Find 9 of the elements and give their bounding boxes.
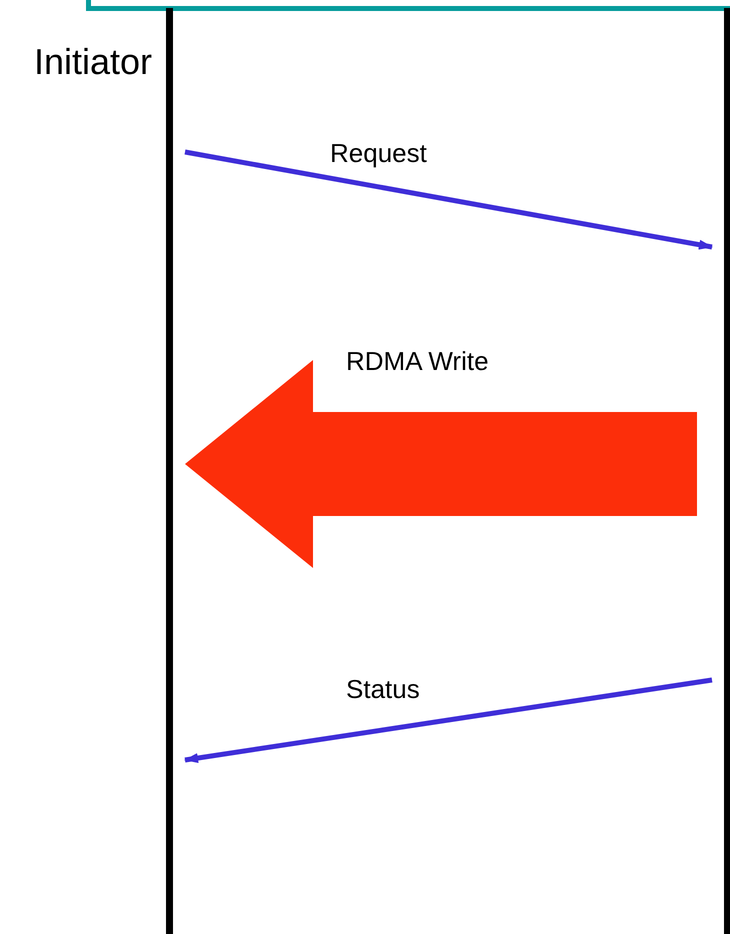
edge-label: Status xyxy=(346,676,420,702)
message-arrow xyxy=(184,678,712,763)
edge-label: RDMA Write xyxy=(346,348,489,374)
edge-label: Request xyxy=(330,140,427,166)
lifeline xyxy=(724,8,730,934)
message-arrow xyxy=(184,150,713,250)
block-arrow xyxy=(185,360,697,568)
lifeline xyxy=(166,8,173,934)
participant-label: Initiator xyxy=(34,44,152,80)
